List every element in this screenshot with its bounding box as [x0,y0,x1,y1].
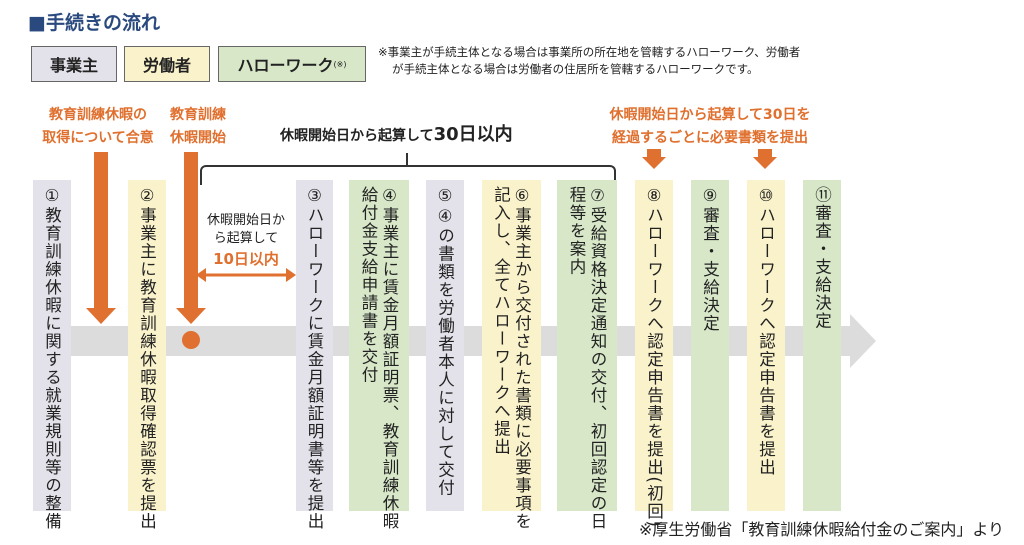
step-9: ⑨審査・支給決定 [691,180,729,511]
step-text: ⑩ハローワークへ認定申告書を提出 [756,186,776,477]
brace [200,165,616,185]
step-text: ①教育訓練休暇に関する就業規則等の整備 [42,186,62,531]
every30-line: 休暇開始日から起算して30日を [609,107,811,123]
step-text: ⑪審査・支給決定 [812,186,832,330]
timeline-arrowhead-icon [850,314,876,368]
step-text: ⑧ハローワークへ認定申告書を提出(初回) [644,186,664,529]
step-text: ⑥事業主から交付された書類に必要事項を 記入し、全てハローワークへ提出 [491,186,532,531]
start-label: 教育訓練休暇開始 [158,104,238,150]
legend-hellowork: ハローワーク(※) [218,46,366,82]
legend-worker-label: 労働者 [142,56,191,75]
step-3: ③ハローワークに賃金月額証明書等を提出 [296,180,333,531]
agree-line: 取得について合意 [42,130,154,146]
start-arrow-icon [176,152,206,324]
submit-arrow-icon [642,149,666,169]
within10-line: 休暇開始日か [206,213,285,228]
legend-employer: 事業主 [31,46,117,82]
start-dot [182,331,200,349]
legend-employer-label: 事業主 [49,56,98,75]
step-text: ⑤④の書類を労働者本人に対して交付 [435,186,455,497]
step-4: ④事業主に賃金月額証明票、教育訓練休暇 給付金支給申請書を交付 [349,180,409,531]
legend-hellowork-label: ハローワーク [237,56,334,75]
step-7: ⑦受給資格決定通知の交付、初回認定の日 程等を案内 [557,180,617,531]
step-8: ⑧ハローワークへ認定申告書を提出(初回) [635,180,673,529]
double-arrow-icon [196,268,296,282]
agree-label: 教育訓練休暇の取得について合意 [28,104,168,150]
agree-line: 教育訓練休暇の [49,107,147,123]
every30-line: 経過するごとに必要書類を提出 [612,130,808,146]
legend-hellowork-mark: (※) [333,59,347,69]
step-10: ⑩ハローワークへ認定申告書を提出 [747,180,785,511]
step-text: ④事業主に賃金月額証明票、教育訓練休暇 給付金支給申請書を交付 [359,186,399,531]
step-5: ⑤④の書類を労働者本人に対して交付 [426,180,464,511]
note-line: ※事業主が手続主体となる場合は事業所の所在地を管轄するハローワーク、労働者 [378,45,801,59]
step-text: ⑦受給資格決定通知の交付、初回認定の日 程等を案内 [567,186,607,531]
within10-line: ら起算して [213,231,279,246]
within30-text: 休暇開始日から起算して [280,128,434,144]
step-6: ⑥事業主から交付された書類に必要事項を 記入し、全てハローワークへ提出 [482,180,541,531]
step-2: ②事業主に教育訓練休暇取得確認票を提出 [128,180,166,531]
start-line: 教育訓練 [170,107,226,123]
agree-arrow-icon [86,152,116,324]
within30-label: 休暇開始日から起算して30日以内 [280,120,513,146]
legend-note: ※事業主が手続主体となる場合は事業所の所在地を管轄するハローワーク、労働者 が手… [378,44,800,78]
within30-num: 30日以内 [433,124,513,145]
submit-arrow-icon [753,149,777,169]
legend-worker: 労働者 [124,46,210,82]
step-11: ⑪審査・支給決定 [803,180,841,511]
source-note: ※厚生労働省「教育訓練休暇給付金のご案内」より [638,520,1004,539]
within10-label: 休暇開始日から起算して 10日以内 [196,212,296,270]
step-1: ①教育訓練休暇に関する就業規則等の整備 [33,180,71,531]
section-title: ■手続きの流れ [28,12,160,34]
step-text: ②事業主に教育訓練休暇取得確認票を提出 [137,186,157,531]
step-text: ③ハローワークに賃金月額証明書等を提出 [305,186,324,531]
brace-tip [406,153,408,166]
start-line: 休暇開始 [170,130,226,146]
note-line: が手続主体となる場合は労働者の住居所を管轄するハローワークです。 [392,62,759,76]
within10-num: 10日以内 [213,250,279,268]
step-text: ⑨審査・支給決定 [700,186,720,333]
every30-label: 休暇開始日から起算して30日を経過するごとに必要書類を提出 [590,104,830,150]
